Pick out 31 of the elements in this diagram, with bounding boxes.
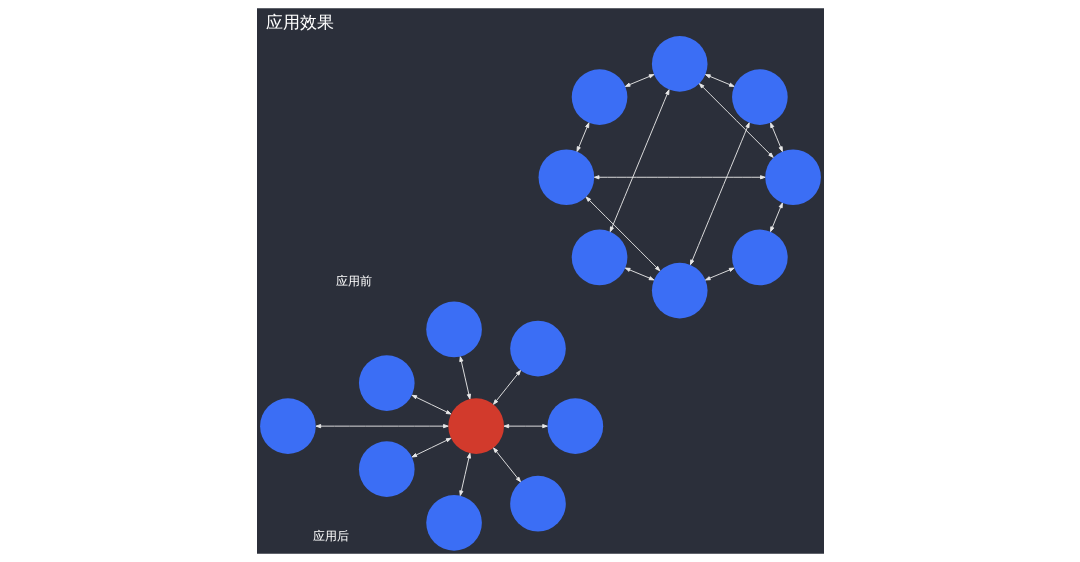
- arrow: [503, 424, 548, 429]
- label: 应用前: [335, 273, 372, 288]
- arrow: [609, 89, 669, 233]
- arrow: [411, 437, 451, 458]
- arrow: [769, 122, 783, 152]
- node-circle: [425, 301, 482, 358]
- label: 应用后: [312, 528, 349, 543]
- arrow: [576, 122, 589, 152]
- arrow: [689, 122, 750, 266]
- node-circle: [259, 398, 316, 454]
- arrow: [458, 452, 471, 496]
- arrow: [704, 267, 735, 281]
- arrow: [492, 447, 521, 483]
- arrow: [704, 74, 735, 87]
- arrow: [492, 370, 521, 405]
- node-circle: [731, 229, 788, 286]
- node-circle: [571, 229, 627, 286]
- node-circle: [425, 495, 482, 551]
- arrow: [624, 74, 654, 87]
- arrow: [458, 356, 471, 400]
- diagram-title: 应用效果: [265, 12, 334, 33]
- arrow: [624, 267, 654, 281]
- node-circle: [547, 398, 603, 454]
- arrow: [315, 424, 449, 429]
- arrow: [593, 175, 766, 180]
- node-circle: [571, 69, 627, 125]
- arrow: [769, 202, 783, 233]
- arrow: [698, 83, 774, 158]
- node-circle: [731, 69, 788, 125]
- arrow: [585, 196, 660, 272]
- arrow: [411, 394, 451, 415]
